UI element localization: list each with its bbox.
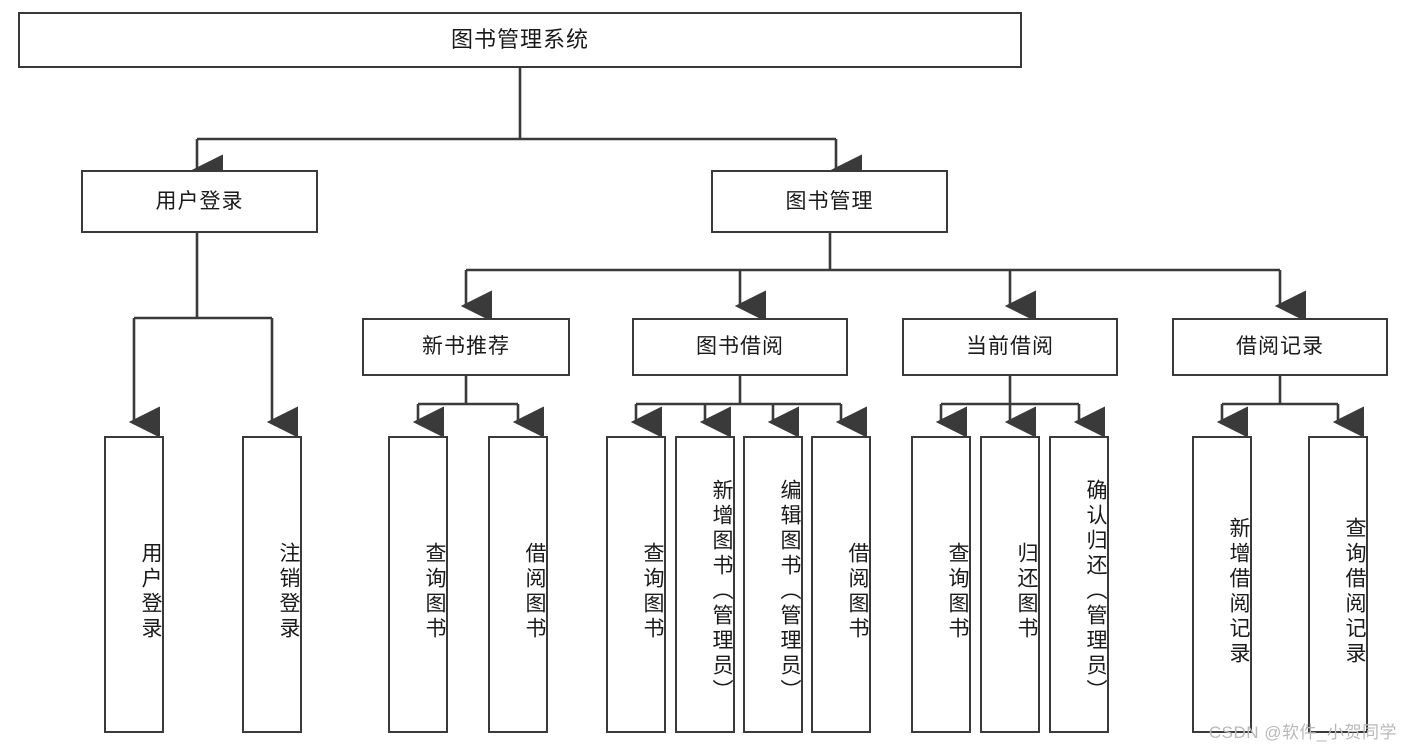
node-book-borrow[interactable]: 图书借阅 (632, 318, 848, 376)
node-borrow-record[interactable]: 借阅记录 (1172, 318, 1388, 376)
leaf-recommend-query-book[interactable]: 查询图书 (388, 436, 448, 733)
leaf-current-return-book[interactable]: 归还图书 (980, 436, 1040, 733)
node-label: 确认归还（管理员） (1084, 479, 1107, 704)
node-label: 归还图书 (1015, 541, 1038, 642)
node-root-system[interactable]: 图书管理系统 (18, 12, 1022, 68)
node-label: 查询借阅记录 (1343, 516, 1366, 667)
node-current-borrow[interactable]: 当前借阅 (902, 318, 1118, 376)
leaf-record-query-record[interactable]: 查询借阅记录 (1308, 436, 1368, 733)
node-label: 新增图书（管理员） (710, 479, 733, 704)
node-label: 用户登录 (139, 541, 162, 642)
node-label: 当前借阅 (966, 335, 1054, 359)
node-label: 用户登录 (155, 189, 244, 213)
node-label: 图书管理系统 (450, 26, 589, 52)
node-new-book-recommend[interactable]: 新书推荐 (362, 318, 570, 376)
leaf-current-confirm-return-admin[interactable]: 确认归还（管理员） (1049, 436, 1109, 733)
node-label: 借阅图书 (846, 541, 869, 642)
leaf-record-add-record[interactable]: 新增借阅记录 (1192, 436, 1252, 733)
node-label: 图书借阅 (696, 335, 784, 359)
node-label: 查询图书 (946, 541, 969, 642)
node-label: 查询图书 (423, 541, 446, 642)
node-label: 新书推荐 (422, 335, 510, 359)
node-label: 编辑图书（管理员） (778, 479, 801, 704)
node-label: 图书管理 (785, 189, 874, 213)
leaf-borrow-add-book-admin[interactable]: 新增图书（管理员） (675, 436, 735, 733)
leaf-current-query-book[interactable]: 查询图书 (911, 436, 971, 733)
leaf-borrow-edit-book-admin[interactable]: 编辑图书（管理员） (743, 436, 803, 733)
leaf-borrow-query-book[interactable]: 查询图书 (606, 436, 666, 733)
node-book-management[interactable]: 图书管理 (711, 170, 948, 233)
leaf-user-login-logout[interactable]: 注销登录 (242, 436, 302, 733)
watermark-text: CSDN @软件_小贺同学 (1208, 723, 1397, 742)
node-label: 借阅图书 (523, 541, 546, 642)
leaf-user-login-login[interactable]: 用户登录 (104, 436, 164, 733)
leaf-borrow-borrow-book[interactable]: 借阅图书 (811, 436, 871, 733)
node-label: 借阅记录 (1236, 335, 1324, 359)
node-label: 查询图书 (641, 541, 664, 642)
node-user-login[interactable]: 用户登录 (81, 170, 318, 233)
node-label: 注销登录 (277, 541, 300, 642)
leaf-recommend-borrow-book[interactable]: 借阅图书 (488, 436, 548, 733)
node-label: 新增借阅记录 (1227, 516, 1250, 667)
